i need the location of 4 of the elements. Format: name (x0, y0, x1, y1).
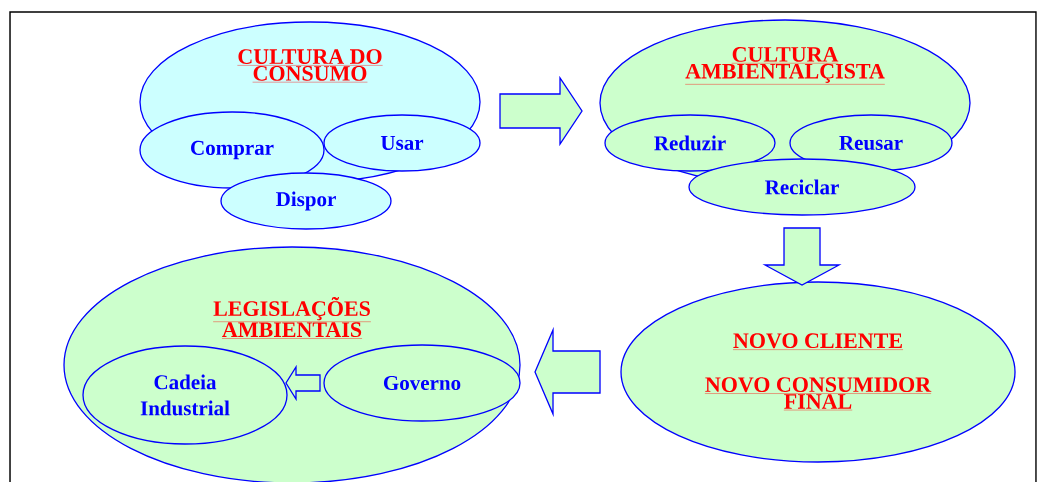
block-arrow (499, 75, 583, 147)
block-arrow (534, 326, 601, 418)
block-arrow (285, 364, 321, 402)
block-arrow (762, 227, 842, 286)
